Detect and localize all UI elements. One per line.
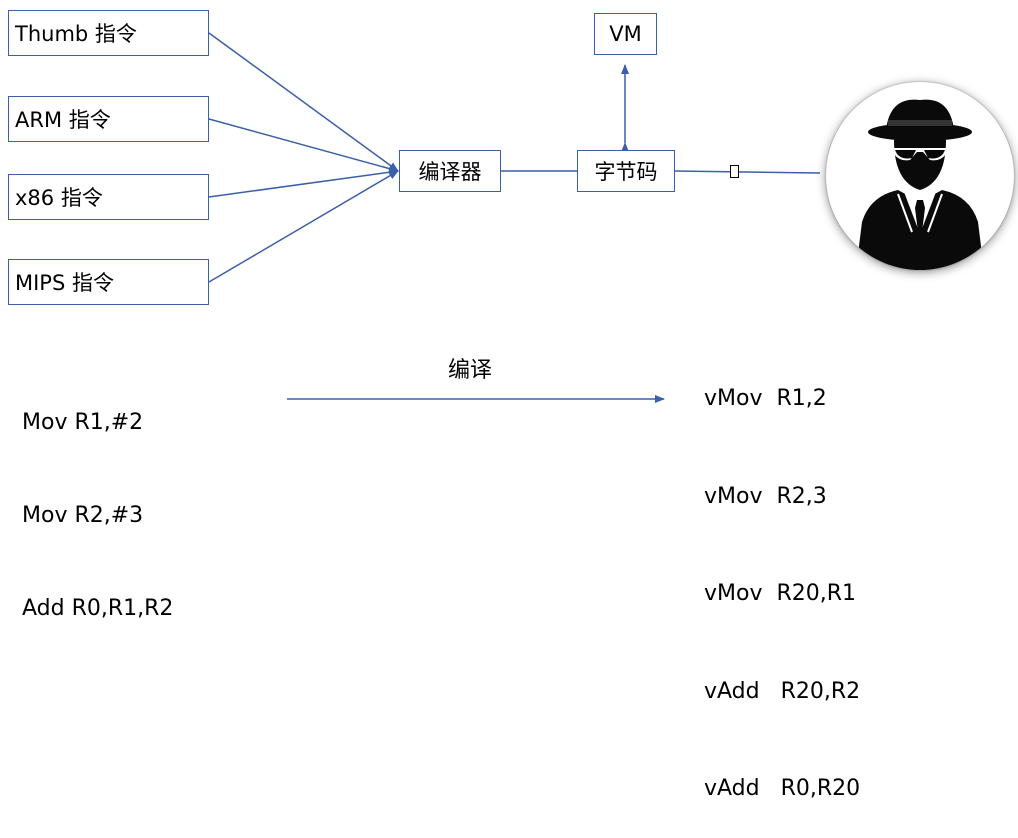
arm-label: ARM 指令 <box>15 108 111 132</box>
source-code-block: Mov R1,#2 Mov R2,#3 Add R0,R1,R2 <box>22 345 173 655</box>
arrow-mips-to-compiler <box>208 170 399 283</box>
small-square-marker <box>730 165 739 178</box>
arrow-thumb-to-compiler <box>208 32 399 172</box>
arrow-arm-to-compiler <box>208 118 399 173</box>
thumb-label: Thumb 指令 <box>15 22 137 46</box>
output-line: vAdd R20,R2 <box>704 678 861 704</box>
source-line: Mov R2,#3 <box>22 503 144 528</box>
output-code-block: vMov R1,2 vMov R2,3 vMov R20,R1 vAdd R20… <box>704 318 860 838</box>
connector-lines <box>208 32 821 403</box>
compile-arrow-label: 编译 <box>448 358 493 383</box>
output-line: vMov R20,R1 <box>704 581 857 606</box>
arrow-x86-to-compiler <box>208 168 399 198</box>
compiler-box: 编译器 <box>399 150 501 192</box>
source-line: Mov R1,#2 <box>22 410 144 435</box>
bytecode-box: 字节码 <box>577 150 675 192</box>
mips-label: MIPS 指令 <box>15 271 114 295</box>
output-line: vMov R2,3 <box>704 483 827 509</box>
output-line: vAdd R0,R20 <box>704 776 861 801</box>
output-line: vMov R1,2 <box>704 386 827 411</box>
thumb-instructions-box: Thumb 指令 <box>8 10 209 56</box>
x86-instructions-box: x86 指令 <box>8 174 209 220</box>
mips-instructions-box: MIPS 指令 <box>8 259 209 305</box>
source-line: Add R0,R1,R2 <box>22 596 174 621</box>
bytecode-label: 字节码 <box>594 160 658 184</box>
spy-agent-icon <box>826 82 1014 270</box>
vm-box: VM <box>594 13 657 55</box>
arm-instructions-box: ARM 指令 <box>8 96 209 142</box>
x86-label: x86 指令 <box>15 186 103 210</box>
vm-label: VM <box>609 22 642 46</box>
compiler-label: 编译器 <box>418 160 482 184</box>
line-bytecode-to-attacker <box>674 170 821 174</box>
